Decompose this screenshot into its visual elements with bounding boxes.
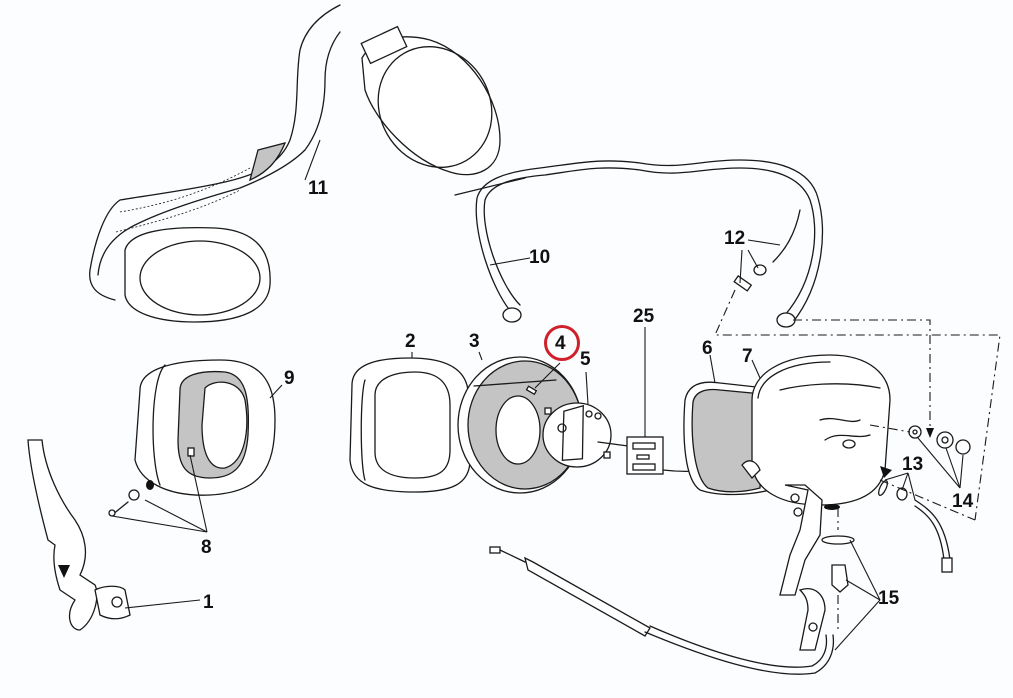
callout-25: 25 <box>633 306 655 327</box>
callout-4: 4 <box>555 333 566 354</box>
mic-hardware-part <box>878 466 953 573</box>
highlight-circle <box>544 325 580 361</box>
head-pad-strap-part <box>89 4 501 323</box>
circuit-board-part <box>626 436 721 475</box>
callout-6: 6 <box>702 338 713 359</box>
cord-part <box>489 508 855 675</box>
callout-12: 12 <box>724 228 746 249</box>
callout-15: 15 <box>878 588 900 609</box>
callout-5: 5 <box>580 349 591 370</box>
ear-cushion-part <box>108 359 276 517</box>
callout-10: 10 <box>529 247 551 268</box>
ear-cup-part <box>683 354 891 510</box>
callout-7: 7 <box>742 346 753 367</box>
callout-8: 8 <box>201 537 212 558</box>
speaker-part <box>542 402 629 468</box>
washers-nut-part <box>908 425 971 455</box>
callout-1: 1 <box>203 592 214 613</box>
callout-13: 13 <box>902 454 924 475</box>
callout-11: 11 <box>308 178 329 199</box>
leader-lines <box>111 139 964 651</box>
headband-clip-part <box>27 439 131 631</box>
callout-2: 2 <box>405 331 416 352</box>
headband-part <box>454 159 824 328</box>
callout-3: 3 <box>469 331 480 352</box>
callout-14: 14 <box>952 491 974 512</box>
assembly-lines <box>714 289 1001 521</box>
suspension-arm-part <box>779 484 826 651</box>
callout-9: 9 <box>284 368 295 389</box>
ear-seal-part <box>349 357 471 493</box>
